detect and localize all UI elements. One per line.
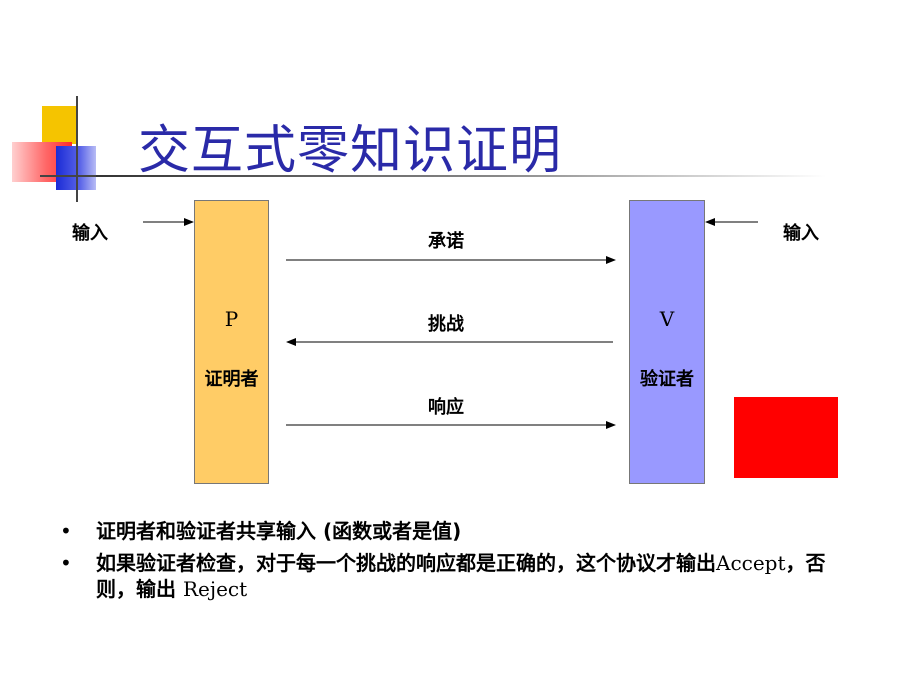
prover-name: 证明者 — [204, 369, 259, 390]
bullet-2-text-part2: ，否则，输出 — [96, 551, 826, 601]
challenge-label: 挑战 — [428, 314, 464, 335]
bullet-dot-icon: • — [60, 519, 72, 543]
response-label: 响应 — [428, 397, 464, 418]
title-underline — [96, 175, 826, 177]
bullet-1-text: 证明者和验证者共享输入 (函数或者是值) — [96, 519, 462, 543]
bullet-item-1: • 证明者和验证者共享输入 (函数或者是值) — [60, 518, 860, 544]
input-left-label: 输入 — [72, 223, 108, 244]
bullet-2-accept: Accept — [716, 551, 786, 575]
logo-horizontal-line — [40, 175, 130, 177]
verifier-box: V 验证者 — [629, 200, 705, 484]
bullet-2-text-part1: 如果验证者检查，对于每一个挑战的响应都是正确的，这个协议才输出 — [96, 551, 716, 575]
slide-title: 交互式零知识证明 — [138, 121, 563, 181]
bullet-item-2: • 如果验证者检查，对于每一个挑战的响应都是正确的，这个协议才输出Accept，… — [60, 550, 860, 602]
verifier-letter: V — [659, 307, 675, 331]
prover-box: P 证明者 — [194, 200, 269, 484]
input-right-label: 输入 — [783, 223, 819, 244]
bullet-dot-icon: • — [60, 551, 72, 575]
verifier-name: 验证者 — [640, 369, 694, 390]
logo-yellow-square — [42, 106, 78, 144]
commit-label: 承诺 — [428, 231, 464, 252]
red-block — [734, 397, 838, 478]
prover-letter: P — [224, 307, 239, 331]
bullet-2-reject: Reject — [182, 577, 248, 601]
logo-vertical-line — [76, 96, 78, 202]
bullet-list: • 证明者和验证者共享输入 (函数或者是值) • 如果验证者检查，对于每一个挑战… — [60, 518, 860, 608]
